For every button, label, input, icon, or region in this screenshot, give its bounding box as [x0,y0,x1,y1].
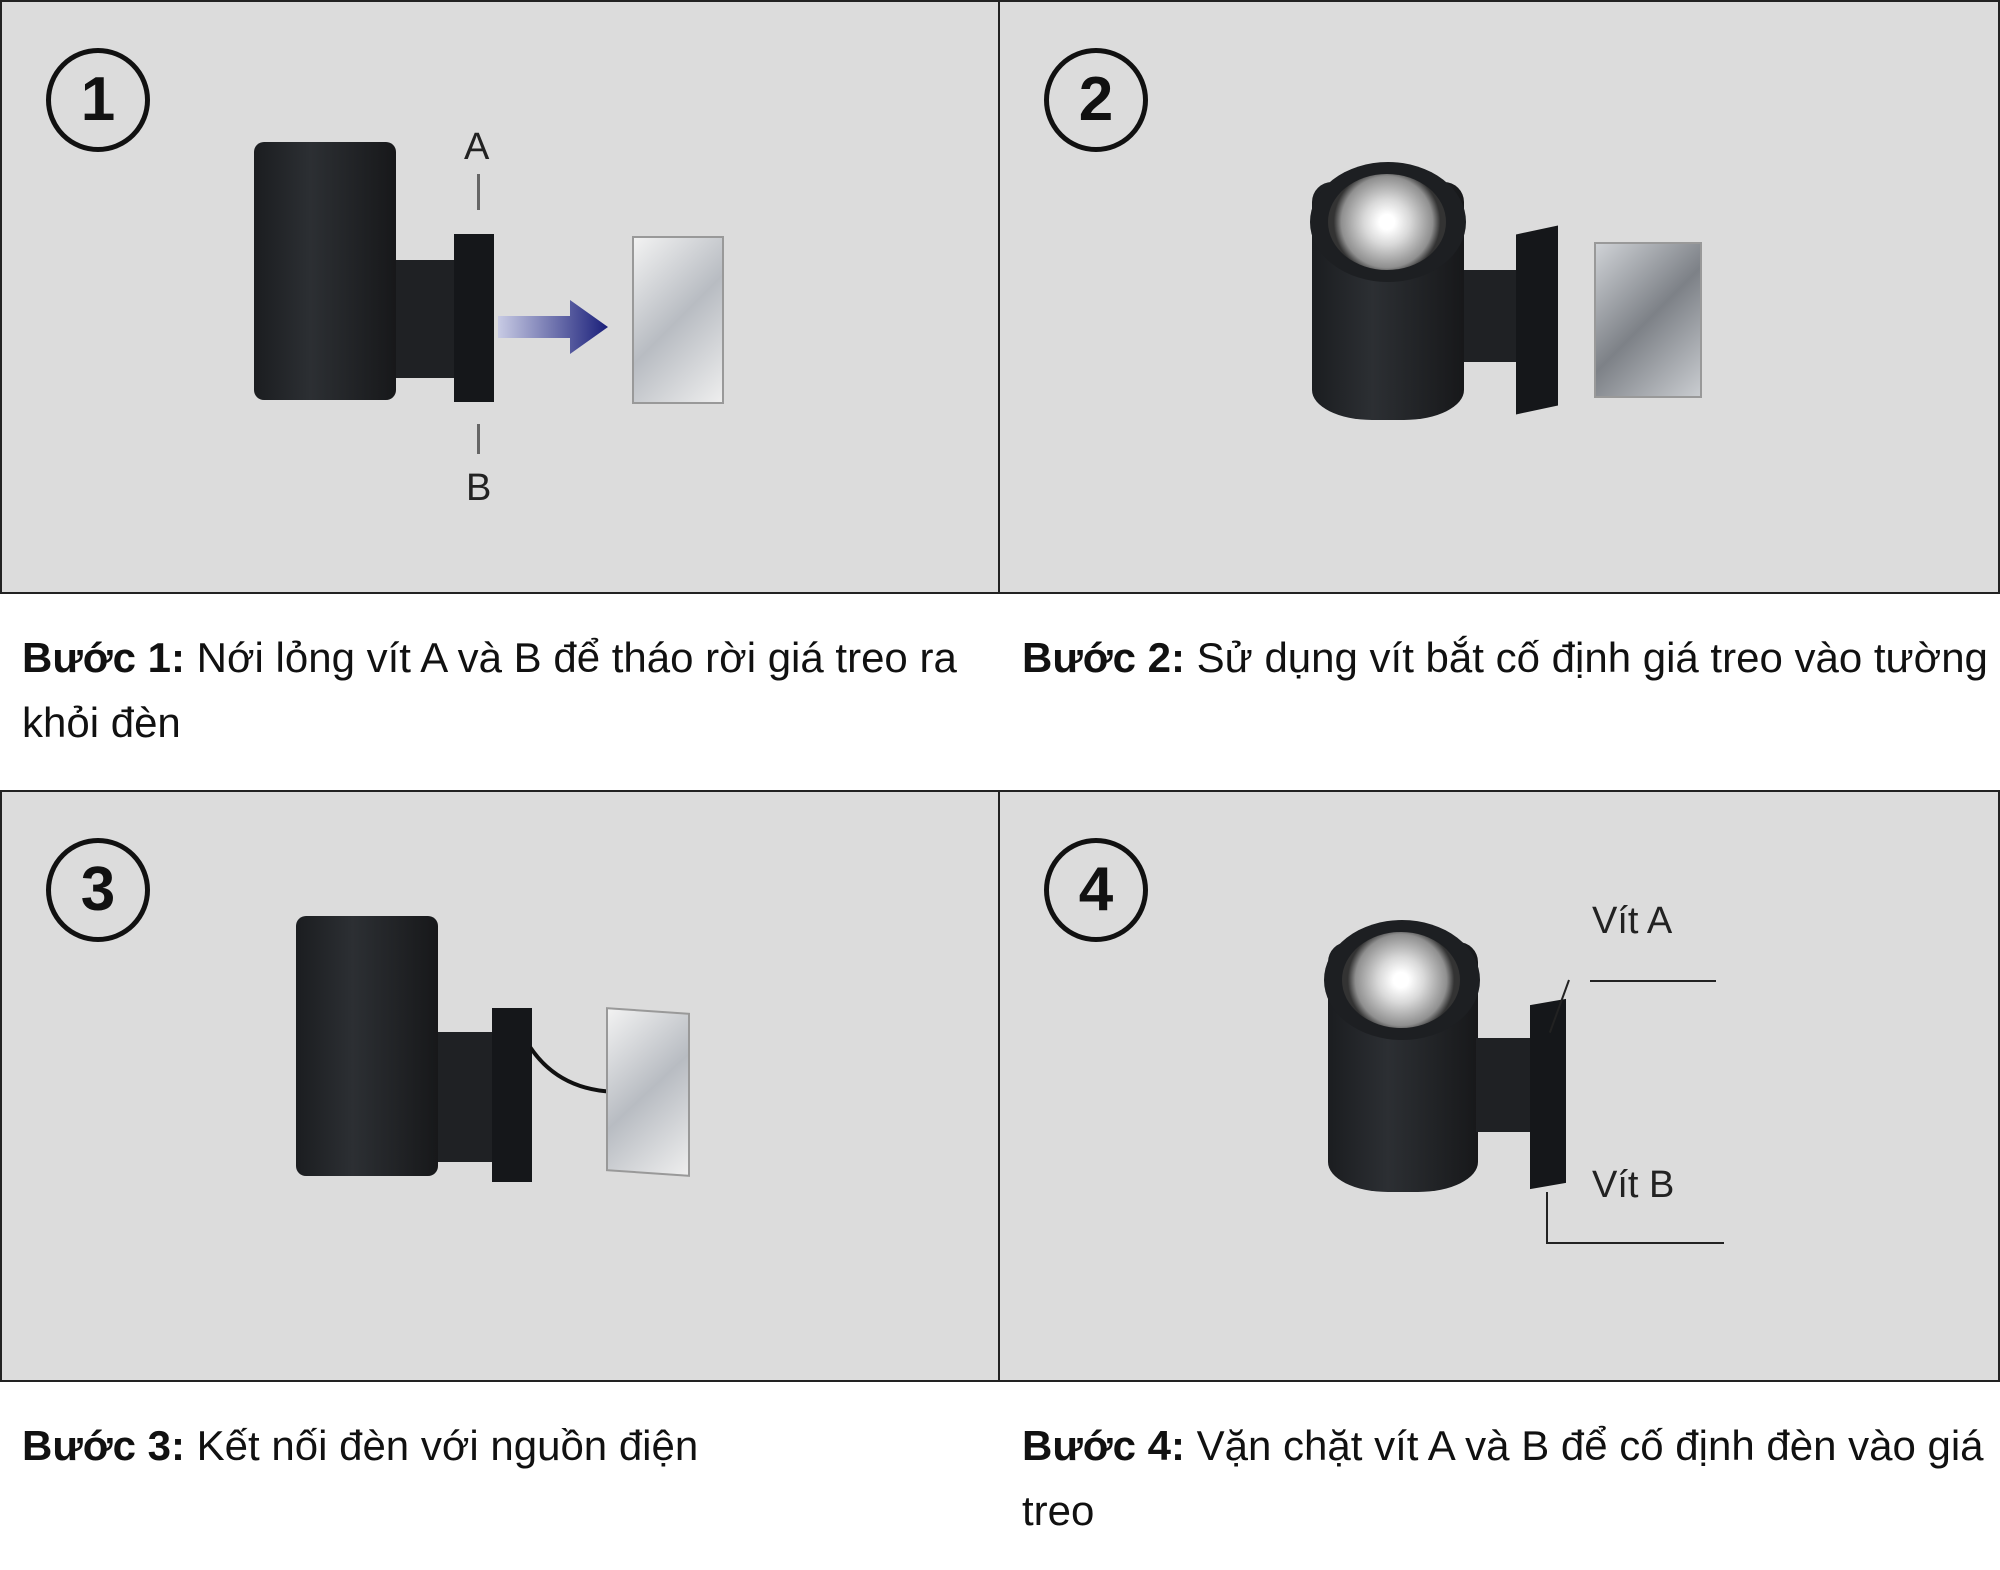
arrow-right-icon [498,300,608,354]
lamp-bracket [1530,998,1566,1190]
screw-b-leader-line [1546,1242,1724,1244]
lamp-mount [438,1032,496,1162]
mounting-plate [606,1007,690,1177]
step-label: Bước 4: [1022,1422,1185,1469]
step-number-badge: 3 [46,838,150,942]
lamp-body [296,916,438,1176]
lamp-lens [1328,174,1446,270]
screw-a-label: A [464,126,490,168]
screw-a-leader-line [1590,980,1716,982]
step-4-illustration: 4 Vít A Vít B [998,790,2000,1382]
step-label: Bước 3: [22,1422,185,1469]
screw-a-icon [477,174,480,210]
step-label: Bước 1: [22,634,185,681]
lamp-bracket [1516,225,1558,415]
screw-b-label: B [466,467,492,509]
step-3-caption: Bước 3: Kết nối đèn với nguồn điện [22,1413,1002,1478]
step-1-illustration: 1 A B [0,0,1000,594]
lamp-mount [396,260,456,378]
step-2-caption: Bước 2: Sử dụng vít bắt cố định giá treo… [1022,625,2000,690]
step-text: Vặn chặt vít A và B để cố định đèn vào g… [1022,1422,1984,1534]
screw-b-label: Vít B [1592,1164,1675,1206]
mounting-plate [1594,242,1702,398]
step-2-illustration: 2 [998,0,2000,594]
step-text: Nới lỏng vít A và B để tháo rời giá treo… [22,634,957,746]
lamp-bracket [454,234,494,402]
lamp-mount [1464,270,1526,362]
screw-b-arrow-icon [1546,1192,1548,1244]
step-text: Kết nối đèn với nguồn điện [184,1422,699,1469]
lamp-mount [1476,1038,1536,1132]
step-number-badge: 4 [1044,838,1148,942]
step-number-badge: 1 [46,48,150,152]
step-text: Sử dụng vít bắt cố định giá treo vào tườ… [1184,634,1988,681]
step-1-caption: Bước 1: Nới lỏng vít A và B để tháo rời … [22,625,1002,755]
lamp-body [254,142,396,400]
step-label: Bước 2: [1022,634,1185,681]
step-number-badge: 2 [1044,48,1148,152]
mounting-plate [632,236,724,404]
lamp-bracket [492,1008,532,1182]
step-4-caption: Bước 4: Vặn chặt vít A và B để cố định đ… [1022,1413,2000,1543]
screw-a-label: Vít A [1592,900,1673,942]
step-3-illustration: 3 [0,790,1000,1382]
lamp-lens [1342,932,1460,1028]
screw-b-icon [477,424,480,454]
